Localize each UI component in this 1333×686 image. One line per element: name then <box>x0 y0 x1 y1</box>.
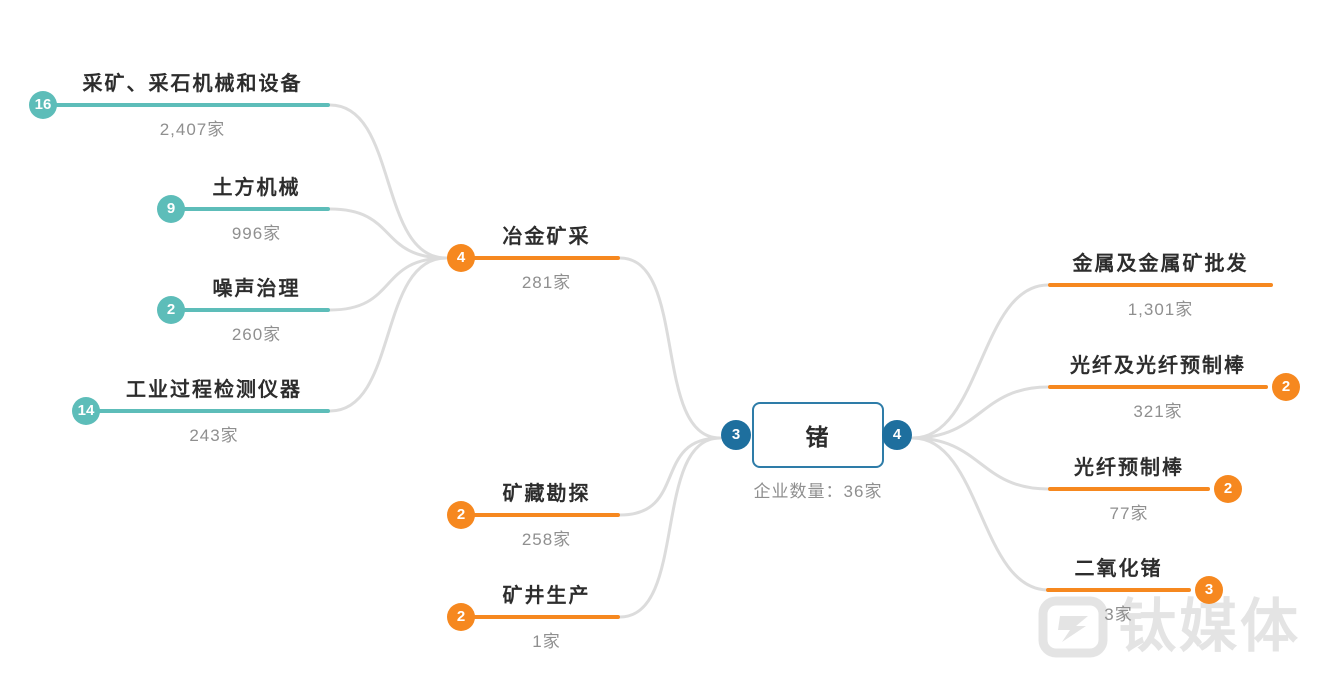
node-underline <box>183 207 330 211</box>
expand-badge[interactable]: 3 <box>1195 576 1223 604</box>
node-underline <box>1048 283 1273 287</box>
node-count: 321家 <box>1133 402 1183 421</box>
expand-badge[interactable]: 2 <box>157 296 185 324</box>
node-optical-fiber-preform[interactable]: 光纤预制棒 77家 2 <box>1048 455 1242 524</box>
node-label: 土方机械 <box>212 177 301 199</box>
node-underline <box>98 409 330 413</box>
node-count: 1,301家 <box>1127 300 1194 319</box>
collapse-badge-right[interactable]: 4 <box>882 420 912 450</box>
node-underline <box>183 308 330 312</box>
node-label: 矿井生产 <box>502 585 591 607</box>
node-metal-wholesale[interactable]: 金属及金属矿批发 1,301家 <box>1048 251 1273 320</box>
node-count: 260家 <box>231 325 282 344</box>
node-underline <box>1048 385 1268 389</box>
expand-badge[interactable]: 9 <box>157 195 185 223</box>
expand-badge[interactable]: 2 <box>447 603 475 631</box>
node-count: 1家 <box>532 632 561 651</box>
node-underline <box>473 513 620 517</box>
node-count: 996家 <box>231 224 282 243</box>
node-underline <box>473 615 620 619</box>
node-optical-fiber-and-preform[interactable]: 光纤及光纤预制棒 321家 2 <box>1048 353 1300 422</box>
node-metallurgical-mining[interactable]: 冶金矿采 281家 4 <box>447 224 620 293</box>
root-title: 锗 <box>805 424 831 450</box>
node-mineral-exploration[interactable]: 矿藏勘探 258家 2 <box>447 481 620 550</box>
node-label: 采矿、采石机械和设备 <box>82 73 303 95</box>
node-count: 77家 <box>1109 504 1149 523</box>
node-label: 工业过程检测仪器 <box>126 379 302 401</box>
watermark-text: 钛媒体 <box>1118 594 1302 659</box>
node-germanium-dioxide[interactable]: 二氧化锗 3家 3 <box>1046 556 1223 625</box>
node-industrial-process-instruments[interactable]: 工业过程检测仪器 243家 14 <box>72 377 330 446</box>
expand-badge[interactable]: 4 <box>447 244 475 272</box>
node-count: 3家 <box>1104 605 1133 624</box>
tmtpost-logo-icon <box>1038 596 1108 658</box>
root-company-count: 企业数量：36家 <box>753 482 883 501</box>
expand-badge[interactable]: 16 <box>29 91 57 119</box>
expand-badge[interactable]: 2 <box>447 501 475 529</box>
node-mining-quarrying-machinery[interactable]: 采矿、采石机械和设备 2,407家 16 <box>29 71 330 140</box>
node-label: 金属及金属矿批发 <box>1072 253 1249 275</box>
node-underline <box>55 103 330 107</box>
node-label: 二氧化锗 <box>1074 558 1163 580</box>
node-underline <box>473 256 620 260</box>
node-count: 2,407家 <box>159 120 226 139</box>
node-germanium-root[interactable]: 锗 3 4 <box>721 402 912 468</box>
expand-badge[interactable]: 2 <box>1272 373 1300 401</box>
node-label: 噪声治理 <box>212 278 301 300</box>
node-underline <box>1046 588 1191 592</box>
node-earthmoving-machinery[interactable]: 土方机械 996家 9 <box>157 175 330 244</box>
tmtpost-watermark: 钛媒体 <box>1038 596 1301 658</box>
expand-badge[interactable]: 14 <box>72 397 100 425</box>
node-label: 光纤及光纤预制棒 <box>1070 355 1246 377</box>
node-count: 258家 <box>521 530 572 549</box>
collapse-badge-left[interactable]: 3 <box>721 420 751 450</box>
node-count: 281家 <box>521 273 572 292</box>
node-noise-control[interactable]: 噪声治理 260家 2 <box>157 276 330 345</box>
expand-badge[interactable]: 2 <box>1214 475 1242 503</box>
node-count: 243家 <box>189 426 239 445</box>
node-label: 矿藏勘探 <box>502 483 591 505</box>
node-mine-production[interactable]: 矿井生产 1家 2 <box>447 583 620 652</box>
node-label: 光纤预制棒 <box>1074 457 1184 479</box>
node-label: 冶金矿采 <box>502 226 591 248</box>
node-underline <box>1048 487 1210 491</box>
